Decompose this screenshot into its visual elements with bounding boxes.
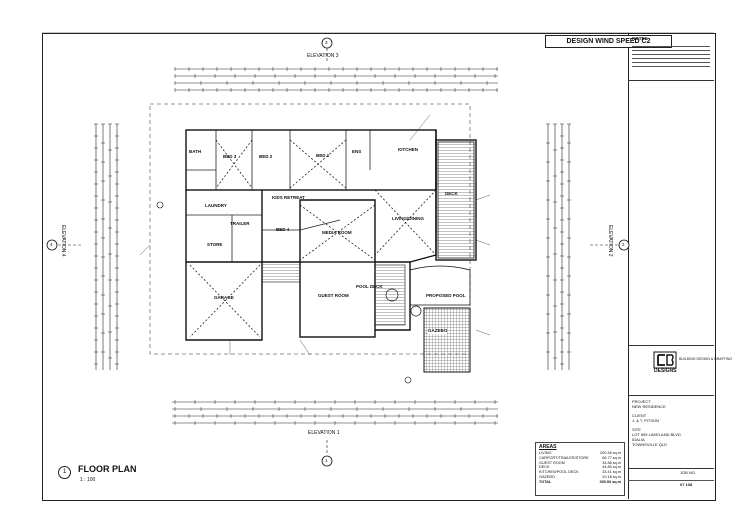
- gazebo-grid: [423, 307, 471, 373]
- room-trailer: TRAILER: [230, 221, 250, 226]
- project-label: PROJECT: [632, 399, 651, 404]
- pool-deck-hatch: [374, 264, 406, 326]
- room-store: STORE: [207, 242, 223, 247]
- firm-logo: [653, 351, 677, 369]
- notes-text-block: [632, 43, 710, 71]
- firm-logo-text: DESIGNS: [654, 368, 677, 374]
- room-deck: DECK: [445, 191, 458, 196]
- deck-hatch: [437, 141, 475, 259]
- title-block-divider: [628, 480, 714, 481]
- elevation-markers: [46, 37, 630, 467]
- notes-heading: NOTES: [632, 36, 648, 41]
- room-kitchen: KITCHEN: [398, 147, 418, 152]
- room-gazebo: GAZEBO: [428, 328, 448, 334]
- areas-heading: AREAS: [539, 444, 557, 450]
- client-label: CLIENT: [632, 413, 647, 418]
- site-line-1: LOT 699 LAKELAND BLVD: [632, 432, 681, 437]
- spa-circle: [385, 288, 399, 302]
- left-dimension-lines: [95, 124, 118, 370]
- title-block-divider: [628, 80, 714, 81]
- drawing-sheet-border: [42, 33, 716, 501]
- room-guest: GUEST ROOM: [318, 293, 349, 298]
- project-name: NEW RESIDENCE: [632, 404, 666, 409]
- elevation-right-label: ELEVATION 2: [607, 225, 613, 257]
- room-living-dining: LIVING/DINING: [392, 216, 425, 221]
- title-block-divider: [628, 345, 714, 346]
- top-dimension-lines: [175, 68, 498, 91]
- right-dimension-lines: [547, 124, 570, 370]
- room-proposed-pool: PROPOSED POOL: [426, 293, 466, 298]
- room-bed-1: BED 1: [316, 153, 330, 158]
- title-block: [628, 33, 715, 499]
- plan-number: 1: [58, 466, 71, 479]
- room-bed-2: BED 2: [259, 154, 273, 159]
- site-line-3: TOWNSVILLE QLD: [632, 442, 668, 447]
- elevation-top-label: ELEVATION 3: [307, 53, 339, 59]
- elevation-left-label: ELEVATION 4: [60, 225, 66, 257]
- pool-outline: [409, 265, 471, 306]
- title-block-divider: [628, 468, 714, 469]
- elevation-marker-top: 3: [325, 40, 328, 45]
- room-bed-3: BED 3: [223, 154, 237, 159]
- interior-walls: [149, 103, 471, 355]
- plan-scale: 1 : 100: [80, 477, 96, 483]
- elevation-marker-left: 4: [50, 242, 53, 247]
- room-media: MEDIA ROOM: [322, 230, 352, 235]
- steps-hatch: [261, 261, 301, 283]
- room-pool-deck: POOL DECK: [356, 284, 383, 289]
- plan-title: FLOOR PLAN: [78, 464, 137, 474]
- room-garage: GARAGE: [214, 295, 234, 300]
- site-line-2: IDALIA: [632, 437, 645, 442]
- job-no-label: JOB NO.: [680, 470, 697, 475]
- site-label: SITE: [632, 427, 641, 432]
- room-laundry: LAUNDRY: [205, 203, 227, 208]
- elevation-marker-right: 2: [622, 242, 625, 247]
- bottom-dimension-lines: [172, 401, 498, 424]
- elevation-bottom-label: ELEVATION 1: [308, 430, 340, 436]
- client-name: J. & T. PITSON: [632, 418, 660, 423]
- room-bed-4: BED 4: [276, 227, 290, 232]
- firm-name: BUILDING DESIGN & DRAFTING: [679, 357, 733, 361]
- wind-speed-banner: DESIGN WIND SPEED C2: [545, 35, 672, 48]
- title-block-divider: [628, 395, 714, 396]
- room-bath: BATH: [189, 149, 202, 154]
- elevation-marker-bottom: 1: [325, 458, 328, 463]
- job-no: 07 108: [680, 482, 693, 487]
- room-ensuite: ENS: [352, 149, 362, 154]
- room-kids-retreat: KIDS RETREAT: [272, 195, 305, 200]
